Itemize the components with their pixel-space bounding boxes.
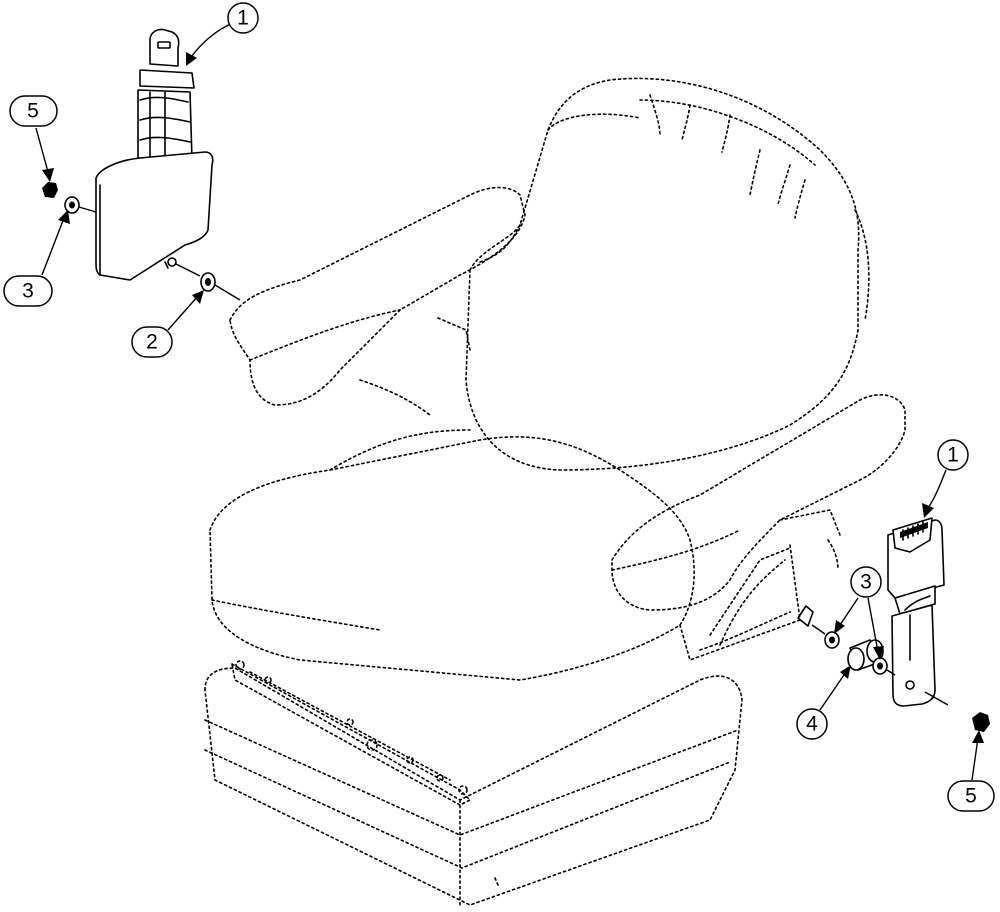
callout-right-nut: 5	[947, 730, 995, 812]
callout-label: 1	[947, 444, 959, 467]
left-nut	[42, 182, 58, 198]
callout-left-belt-tongue: 1	[186, 2, 259, 66]
callout-right-spacer: 4	[796, 665, 851, 740]
callout-label: 2	[146, 331, 158, 354]
callout-label: 1	[237, 7, 249, 30]
right-nut	[972, 712, 990, 732]
callout-right-washers: 3	[834, 566, 884, 660]
right-mount-bolt	[797, 605, 814, 627]
callout-left-nut: 5	[9, 95, 58, 182]
seat-backrest	[465, 77, 860, 471]
callout-label: 4	[806, 713, 818, 736]
callout-label: 3	[22, 280, 34, 303]
left-seat-belt-tongue	[42, 28, 241, 301]
buckle-release-button	[900, 521, 928, 541]
seat-cushion	[209, 436, 695, 681]
seat-suspension-base	[204, 667, 743, 906]
callout-left-washer: 3	[3, 210, 70, 307]
callout-label: 3	[860, 571, 872, 594]
seat-assembly	[204, 77, 906, 906]
callout-left-bolt-washer: 2	[131, 290, 204, 358]
callout-right-buckle: 1	[922, 439, 969, 518]
right-seat-belt-buckle	[797, 517, 990, 732]
callout-label: 5	[965, 785, 977, 808]
seat-left-armrest	[229, 186, 526, 406]
left-retractor-cover	[95, 151, 214, 281]
seat-slide-rail	[231, 663, 471, 806]
seat-right-armrest	[611, 394, 906, 611]
callout-label: 5	[27, 100, 39, 123]
